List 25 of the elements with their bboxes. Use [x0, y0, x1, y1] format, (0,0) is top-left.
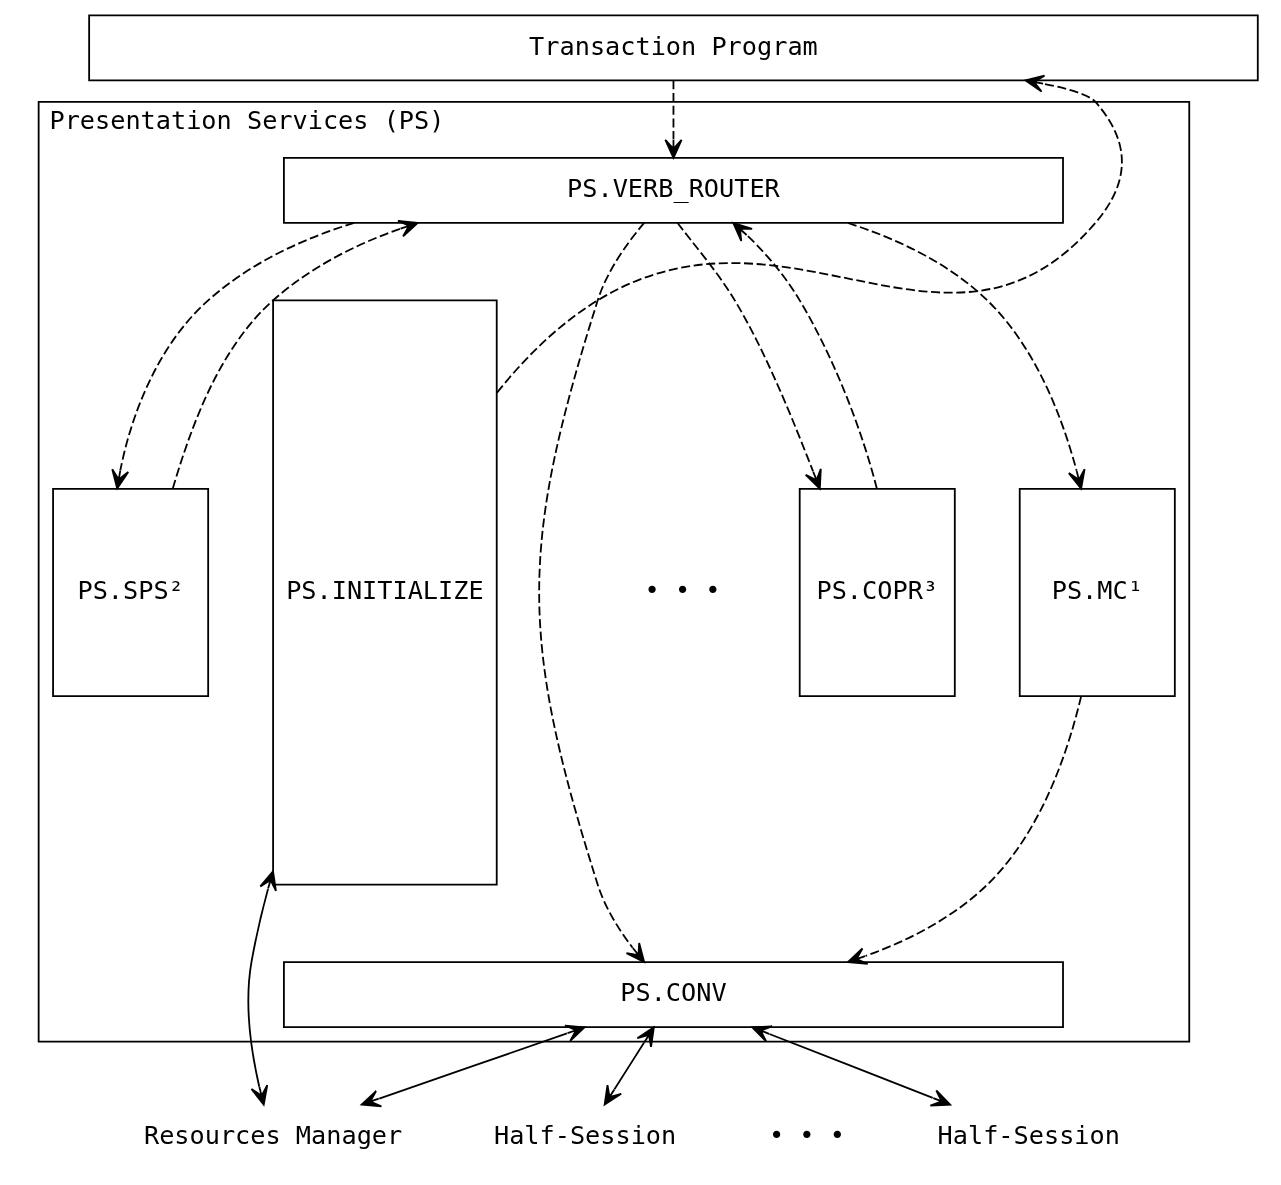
arrow: [495, 74, 1123, 394]
node-box: PS.SPS²: [51, 487, 209, 698]
node-box: Transaction Program: [87, 14, 1259, 82]
node-text: Half-Session: [937, 1120, 1120, 1150]
node-box: PS.VERB_ROUTER: [282, 156, 1064, 224]
node-text: Half-Session: [493, 1120, 676, 1150]
arrow: [846, 222, 1085, 490]
arrow: [676, 222, 822, 490]
arrow: [663, 79, 682, 159]
arrow: [110, 222, 355, 490]
arrow: [846, 695, 1082, 965]
label: • • •: [768, 1120, 845, 1150]
arrow: [750, 1025, 951, 1107]
node-box: PS.CONV: [282, 961, 1064, 1029]
arrow: [360, 1024, 585, 1108]
arrow: [731, 222, 878, 490]
label: • • •: [644, 576, 720, 606]
node-box: PS.INITIALIZE: [271, 299, 498, 886]
arrow: [171, 220, 419, 490]
arrow: [247, 870, 277, 1106]
arrow: [537, 222, 645, 963]
node-box: PS.MC¹: [1018, 487, 1176, 698]
arrow: [603, 1026, 655, 1106]
node-text: Resources Manager: [143, 1120, 402, 1150]
node-box: PS.COPR³: [798, 487, 956, 698]
